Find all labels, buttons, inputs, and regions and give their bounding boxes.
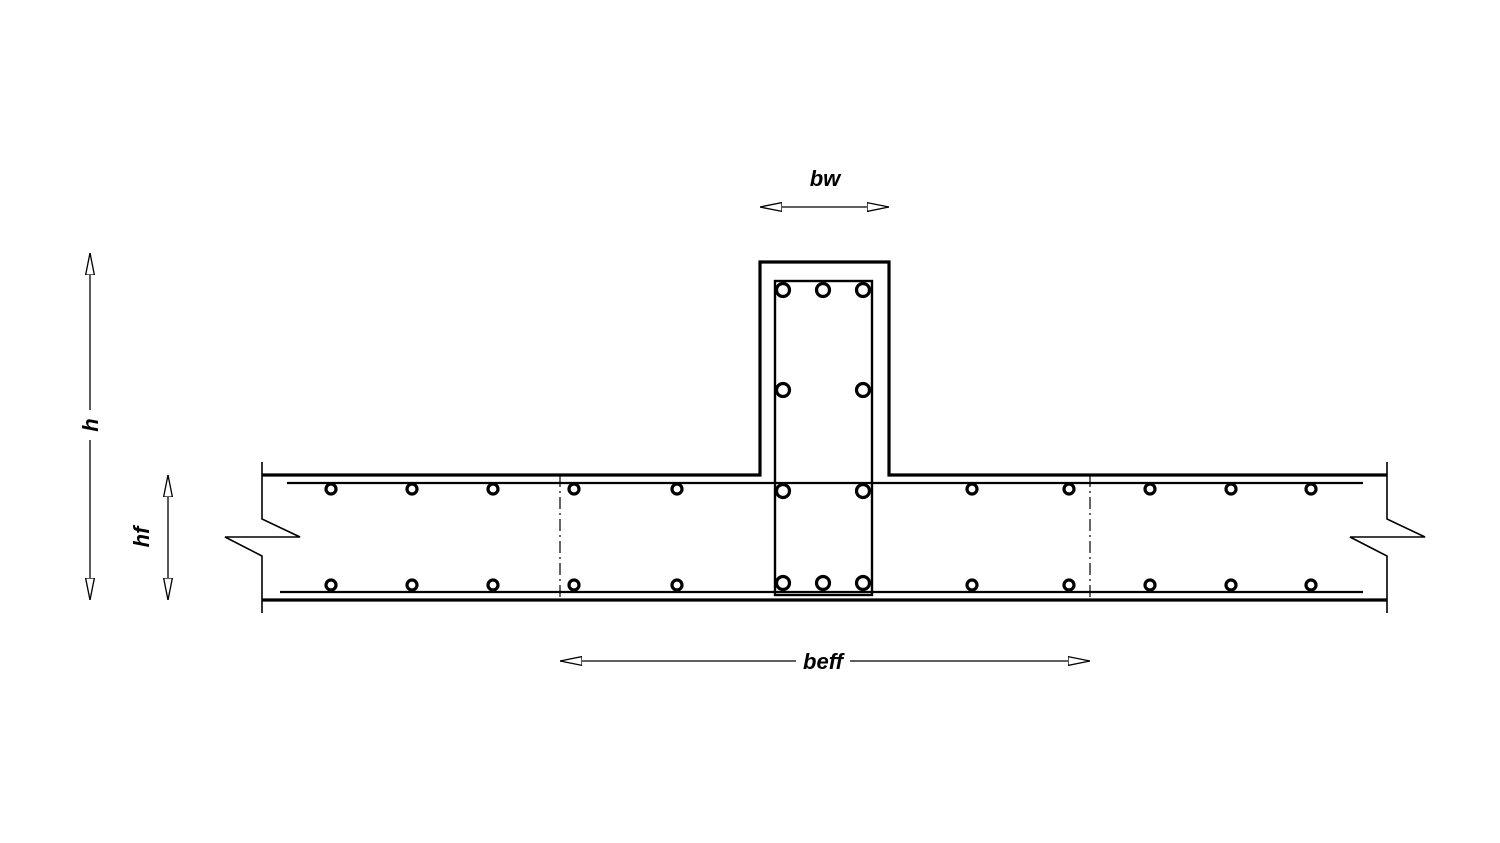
slab-bottom-bar (1062, 578, 1076, 592)
slab-bottom-bar (405, 578, 419, 592)
beff-label: beff (803, 649, 846, 674)
hf-label: hf (129, 524, 154, 547)
web-bar (814, 281, 832, 299)
slab-bottom-bar (1224, 578, 1238, 592)
web-bar (774, 281, 792, 299)
section-outline (262, 260, 1387, 477)
web-bar (854, 381, 872, 399)
web-bar (854, 281, 872, 299)
right-break-line (1349, 462, 1426, 613)
slab-top-bar (324, 482, 338, 496)
slab-top-bar (1304, 482, 1318, 496)
bw-label: bw (810, 166, 842, 191)
web-bar (774, 482, 792, 500)
slab-top-bar (405, 482, 419, 496)
web-bar (774, 574, 792, 592)
web-bar (774, 381, 792, 399)
web-stirrup (773, 279, 874, 597)
slab-bottom-bar (567, 578, 581, 592)
slab-bottom-bar (1143, 578, 1157, 592)
slab-top-bar (1224, 482, 1238, 496)
slab-top-bar (1143, 482, 1157, 496)
slab-bottom-bar (965, 578, 979, 592)
slab-bottom-bar (1304, 578, 1318, 592)
slab-top-bar (1062, 482, 1076, 496)
web-bar (854, 574, 872, 592)
slab-bottom-bar (486, 578, 500, 592)
h-label: h (78, 418, 103, 431)
slab-bottom-bar (670, 578, 684, 592)
slab-top-bar (965, 482, 979, 496)
left-break-line (224, 462, 301, 613)
web-bar (814, 574, 832, 592)
slab-bottom-bar (324, 578, 338, 592)
web-bar (854, 482, 872, 500)
slab-top-bar (670, 482, 684, 496)
slab-top-bar (486, 482, 500, 496)
slab-top-bar (567, 482, 581, 496)
rebar-group (324, 281, 1318, 592)
